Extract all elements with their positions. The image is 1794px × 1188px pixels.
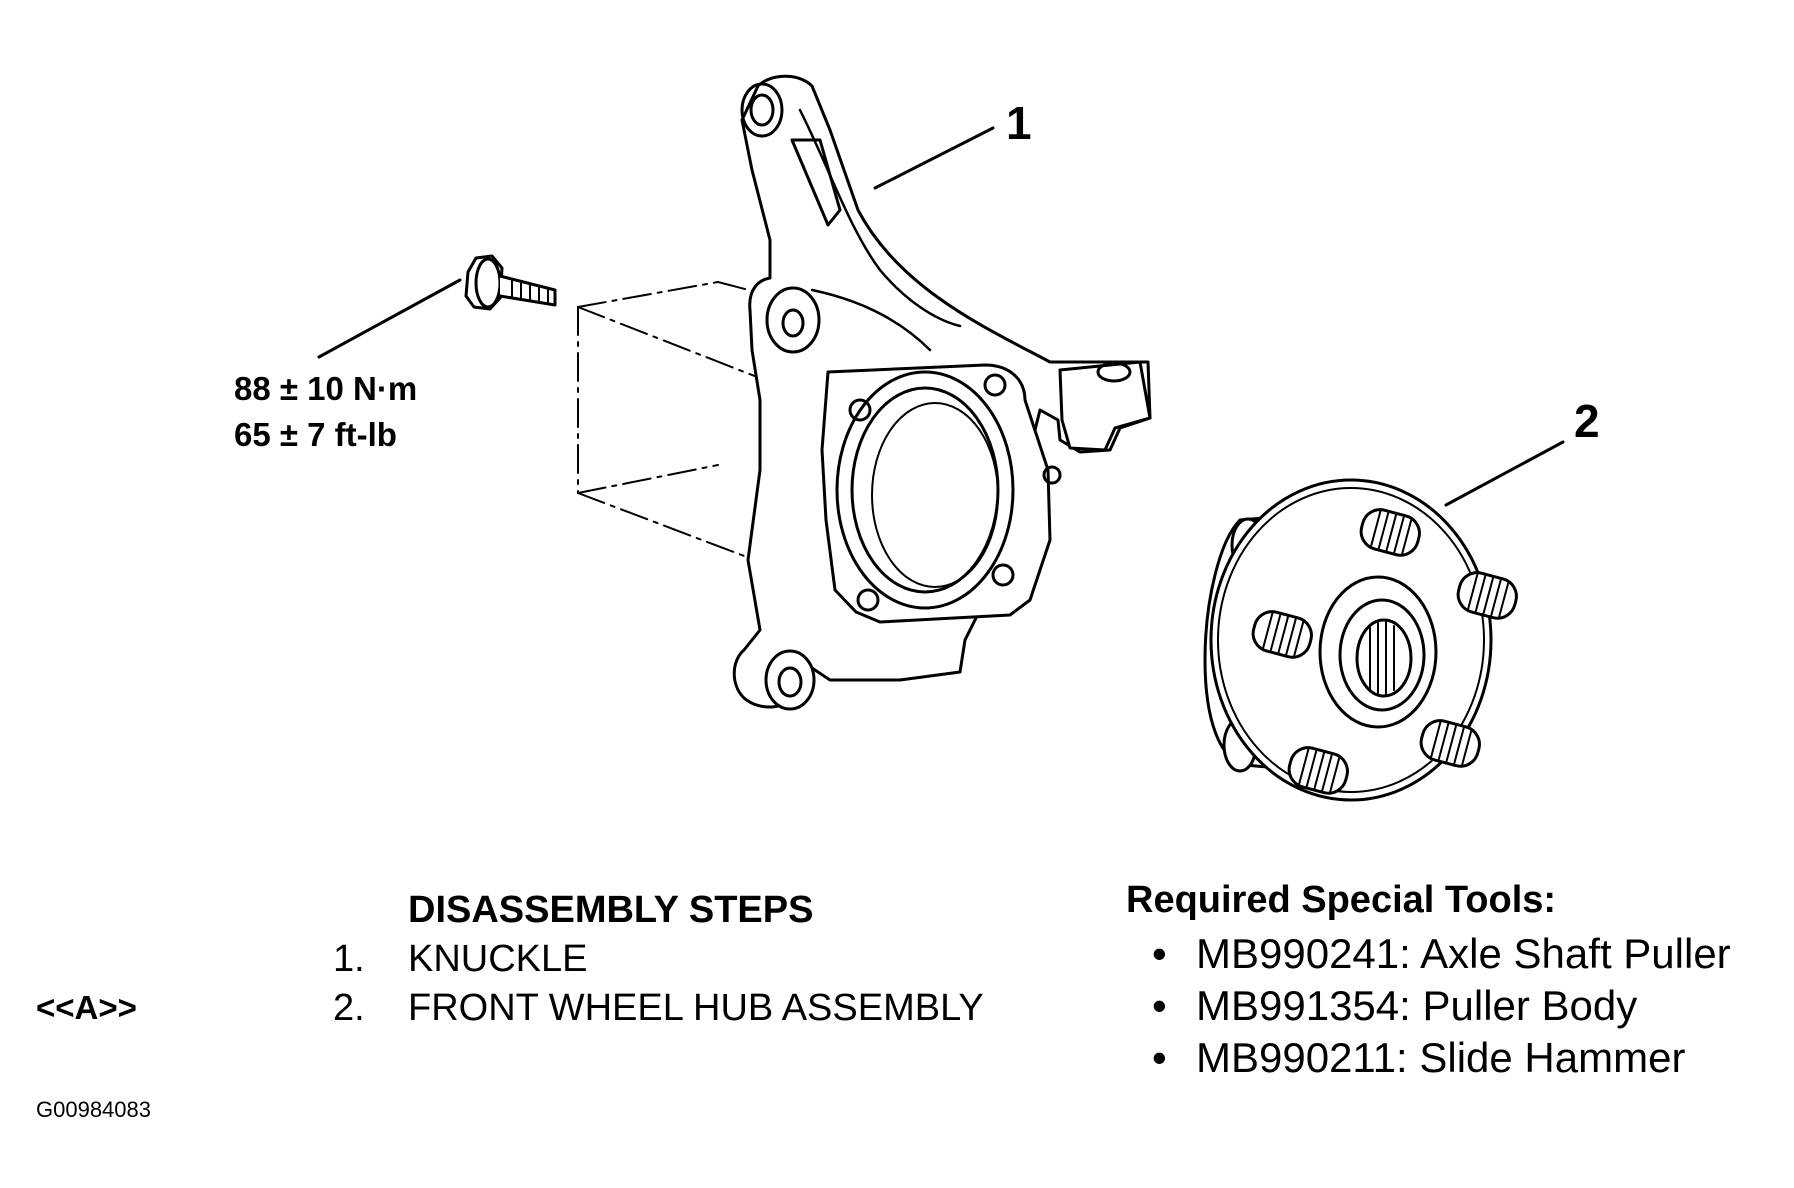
torque-imperial: 65 ± 7 ft-lb [234,416,397,453]
tool-3-bullet: • [1152,1034,1167,1081]
wheel-hub [1203,478,1518,802]
flange-bolt [464,254,557,311]
step-2-label: FRONT WHEEL HUB ASSEMBLY [408,987,984,1029]
tool-1-label: MB990241: Axle Shaft Puller [1196,930,1731,977]
tool-2-bullet: • [1152,982,1167,1029]
tool-3-label: MB990211: Slide Hammer [1196,1034,1686,1081]
wheel-studs [1251,508,1518,795]
knuckle-leader-line [873,126,995,190]
step-1-label: KNUCKLE [408,938,588,980]
bolt-leader-line [317,278,462,359]
special-tools-heading: Required Special Tools: [1126,879,1557,921]
knuckle [732,74,1152,711]
step-1-number: 1. [333,938,365,980]
knuckle-callout-number: 1 [1006,97,1032,149]
step-2-reference-mark: <<A>> [36,989,137,1026]
torque-metric: 88 ± 10 N·m [234,370,418,407]
disassembly-steps-heading: DISASSEMBLY STEPS [408,889,814,931]
tool-2-label: MB991354: Puller Body [1196,982,1638,1029]
hub-leader-line [1444,440,1565,507]
figure-id: G00984083 [36,1097,151,1122]
projection-lines [577,281,776,566]
tool-1-bullet: • [1152,930,1167,977]
step-2-number: 2. [333,987,365,1029]
hub-callout-number: 2 [1574,395,1600,447]
